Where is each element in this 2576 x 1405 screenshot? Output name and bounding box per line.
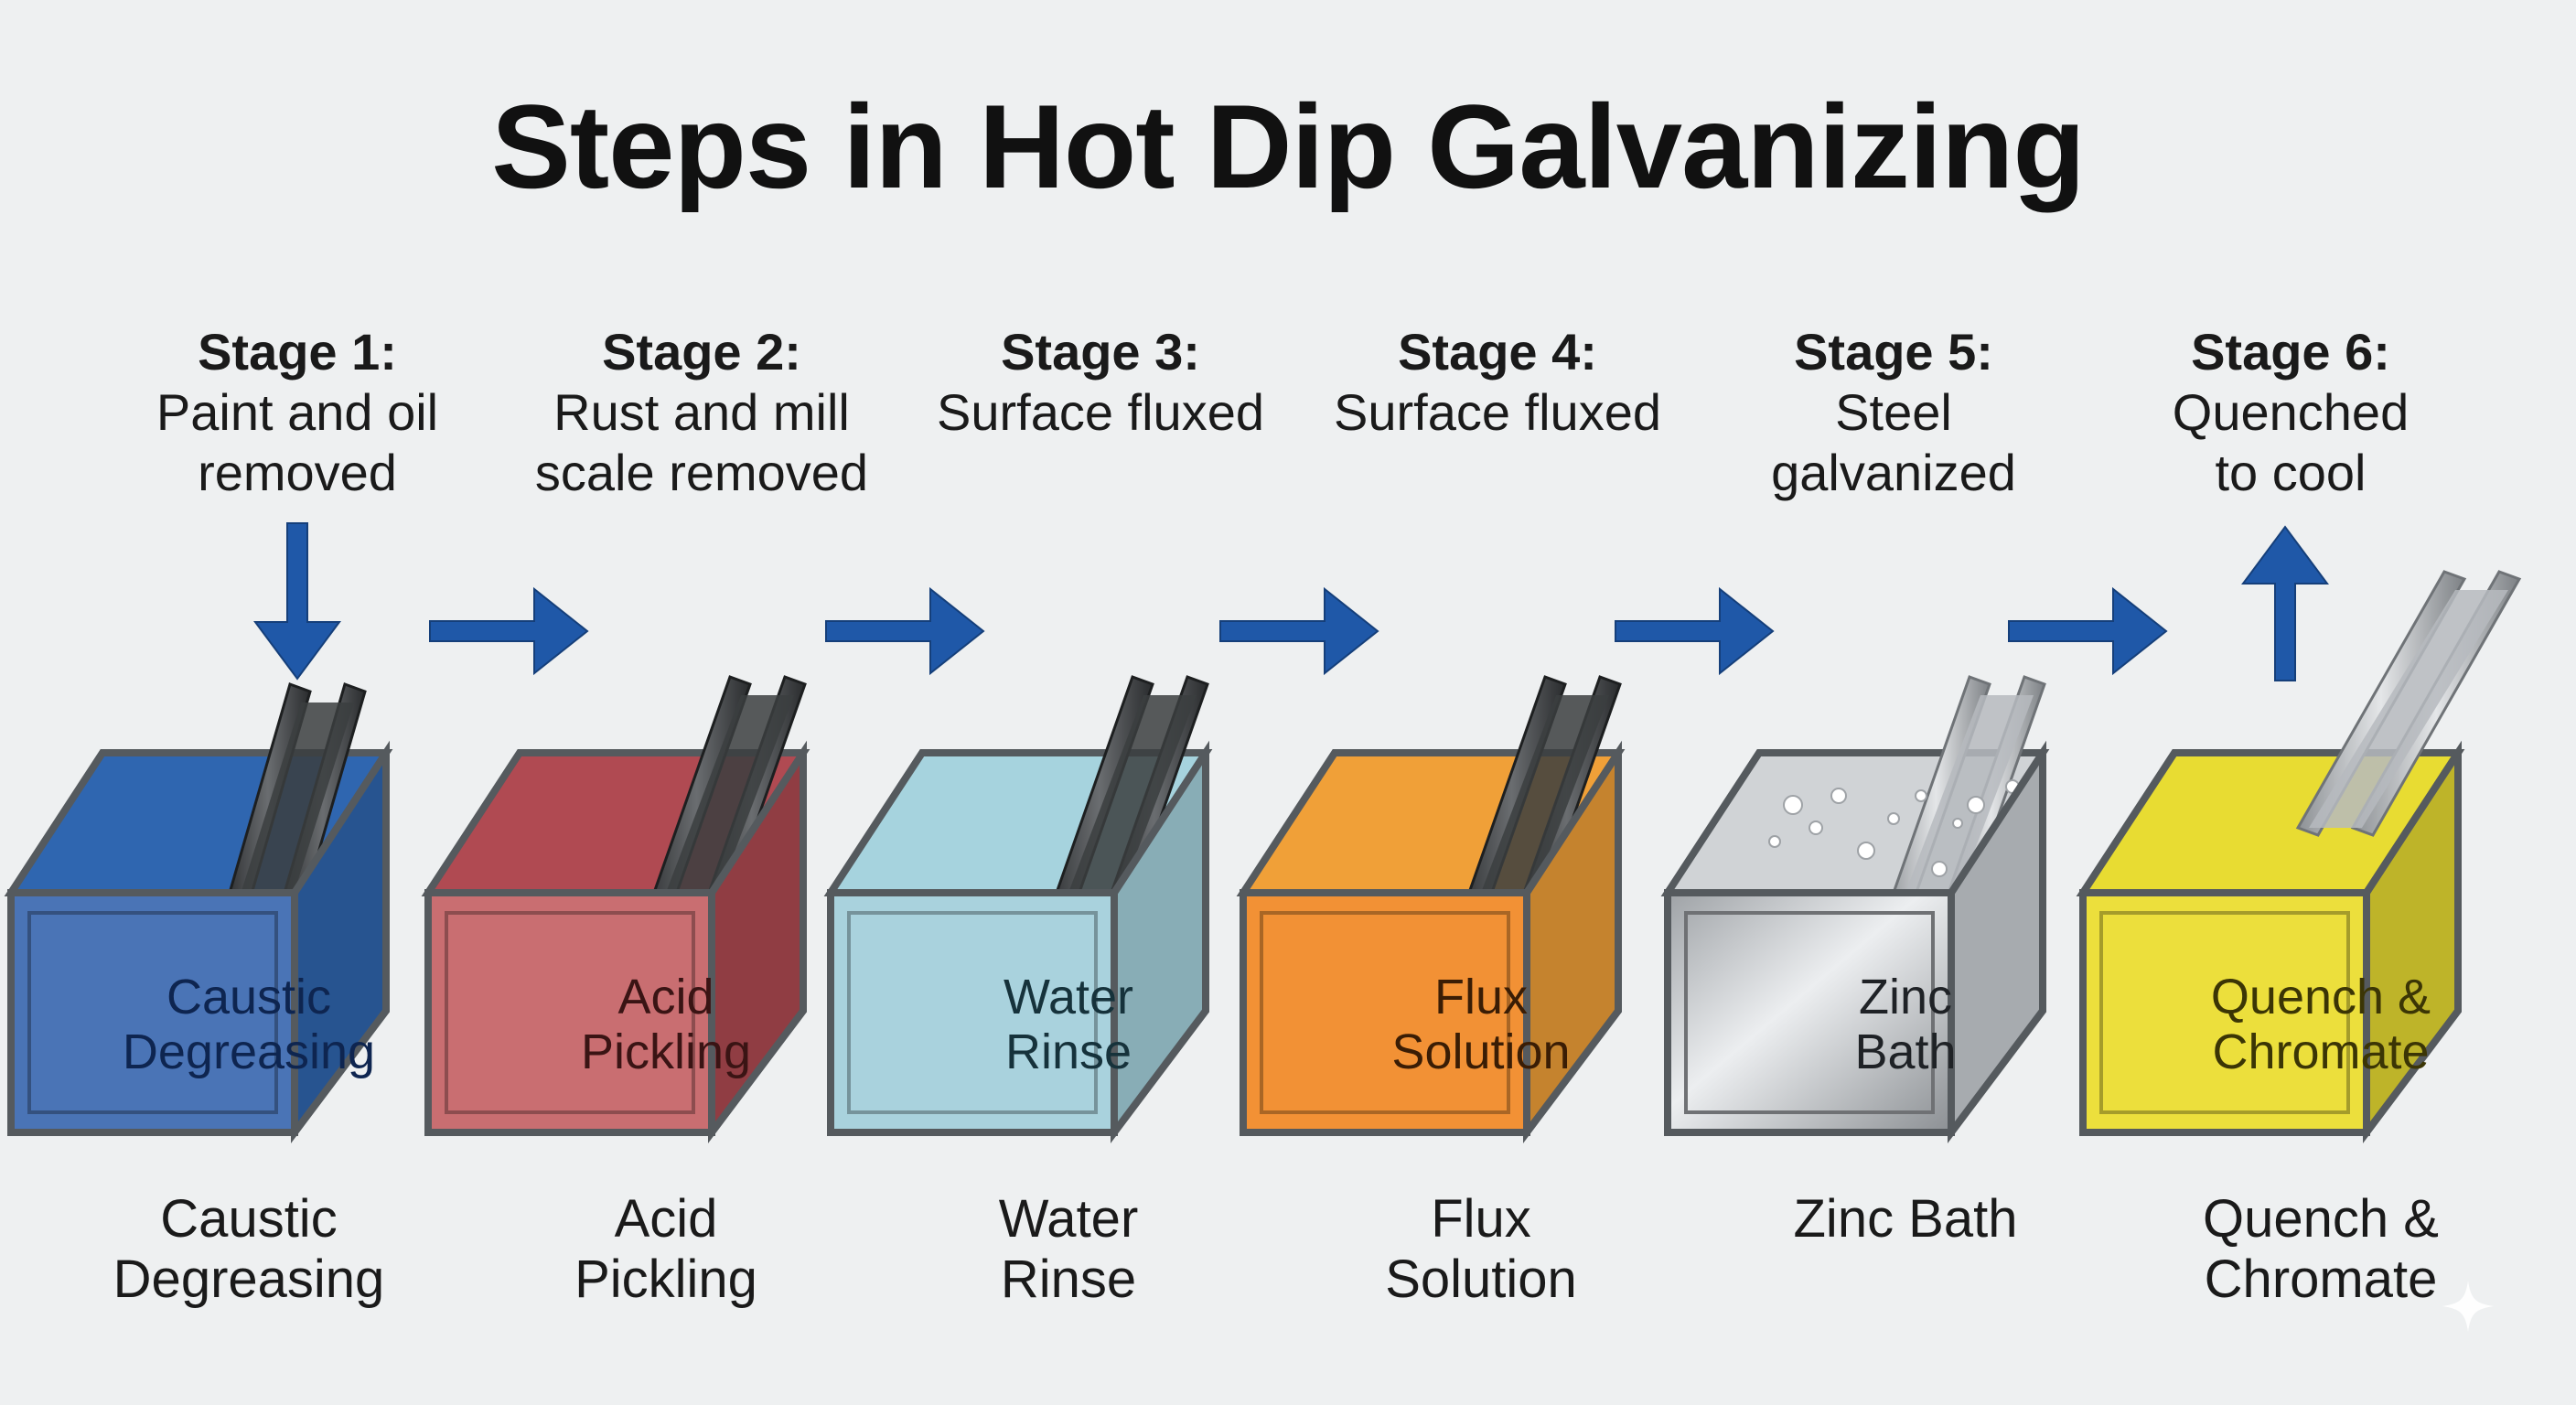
- blue-arrow-icon: [2241, 525, 2329, 681]
- stage-2-heading: Stage 2: Rust and mill scale removed: [491, 322, 912, 503]
- bottom-label-6: Quench & Chromate: [2203, 1189, 2439, 1309]
- tank-5: [1660, 675, 2050, 1143]
- tank-1-label: Caustic Degreasing: [122, 970, 376, 1079]
- tank-6-panel: [2099, 911, 2350, 1114]
- tank-5-panel: [1684, 911, 1935, 1114]
- stage-6-number: Stage 6:: [2191, 323, 2390, 381]
- stage-4-description: Surface fluxed: [1334, 383, 1661, 441]
- tank-5-front-face: [1664, 889, 1955, 1136]
- tank-2-front-face: [424, 889, 715, 1136]
- tank-4-panel: [1260, 911, 1510, 1114]
- tank-6-front-face: [2079, 889, 2370, 1136]
- stage-1-description: Paint and oil removed: [156, 383, 439, 501]
- steel-channel-icon: [224, 682, 367, 915]
- blue-arrow-icon: [1219, 586, 1379, 676]
- tank-6: [2076, 570, 2522, 1143]
- stage-1-number: Stage 1:: [198, 323, 397, 381]
- stage-3-description: Surface fluxed: [937, 383, 1264, 441]
- bottom-label-4: Flux Solution: [1385, 1189, 1577, 1309]
- tank-1: [4, 682, 393, 1143]
- stage-3-heading: Stage 3: Surface fluxed: [890, 322, 1311, 443]
- blue-arrow-icon: [253, 522, 341, 681]
- tank-3-panel: [847, 911, 1098, 1114]
- stage-6-heading: Stage 6: Quenched to cool: [2080, 322, 2501, 503]
- stage-5-number: Stage 5:: [1794, 323, 1993, 381]
- stage-5-description: Steel galvanized: [1771, 383, 2016, 501]
- tank-3-label: Water Rinse: [1003, 970, 1133, 1079]
- steel-channel-icon: [2295, 570, 2522, 837]
- tank-4-front-face: [1240, 889, 1530, 1136]
- stage-4-heading: Stage 4: Surface fluxed: [1287, 322, 1708, 443]
- stage-1-heading: Stage 1: Paint and oil removed: [87, 322, 508, 503]
- tank-2-panel: [445, 911, 695, 1114]
- tank-1-front-face: [7, 889, 298, 1136]
- stage-5-heading: Stage 5: Steel galvanized: [1683, 322, 2104, 503]
- blue-arrow-icon: [2008, 586, 2168, 676]
- tank-2: [421, 675, 810, 1143]
- bottom-label-2: Acid Pickling: [574, 1189, 757, 1309]
- blue-arrow-icon: [1615, 586, 1775, 676]
- tank-3: [823, 675, 1213, 1143]
- stage-6-description: Quenched to cool: [2172, 383, 2410, 501]
- stage-4-number: Stage 4:: [1398, 323, 1597, 381]
- tank-6-label: Quench & Chromate: [2210, 970, 2431, 1079]
- tank-3-front-face: [827, 889, 1118, 1136]
- tank-4: [1236, 675, 1626, 1143]
- stage-2-number: Stage 2:: [602, 323, 801, 381]
- sparkle-icon: [2442, 1281, 2494, 1332]
- bottom-label-5: Zinc Bath: [1793, 1189, 2018, 1249]
- bottom-label-3: Water Rinse: [998, 1189, 1139, 1309]
- blue-arrow-icon: [429, 586, 589, 676]
- tank-2-label: Acid Pickling: [580, 970, 752, 1079]
- title: Steps in Hot Dip Galvanizing: [491, 80, 2086, 213]
- tank-1-panel: [27, 911, 278, 1114]
- bottom-label-1: Caustic Degreasing: [113, 1189, 385, 1309]
- stage-2-description: Rust and mill scale removed: [534, 383, 869, 501]
- stage-3-number: Stage 3:: [1001, 323, 1200, 381]
- blue-arrow-icon: [825, 586, 985, 676]
- tank-4-label: Flux Solution: [1391, 970, 1571, 1079]
- tank-5-label: Zinc Bath: [1854, 970, 1957, 1079]
